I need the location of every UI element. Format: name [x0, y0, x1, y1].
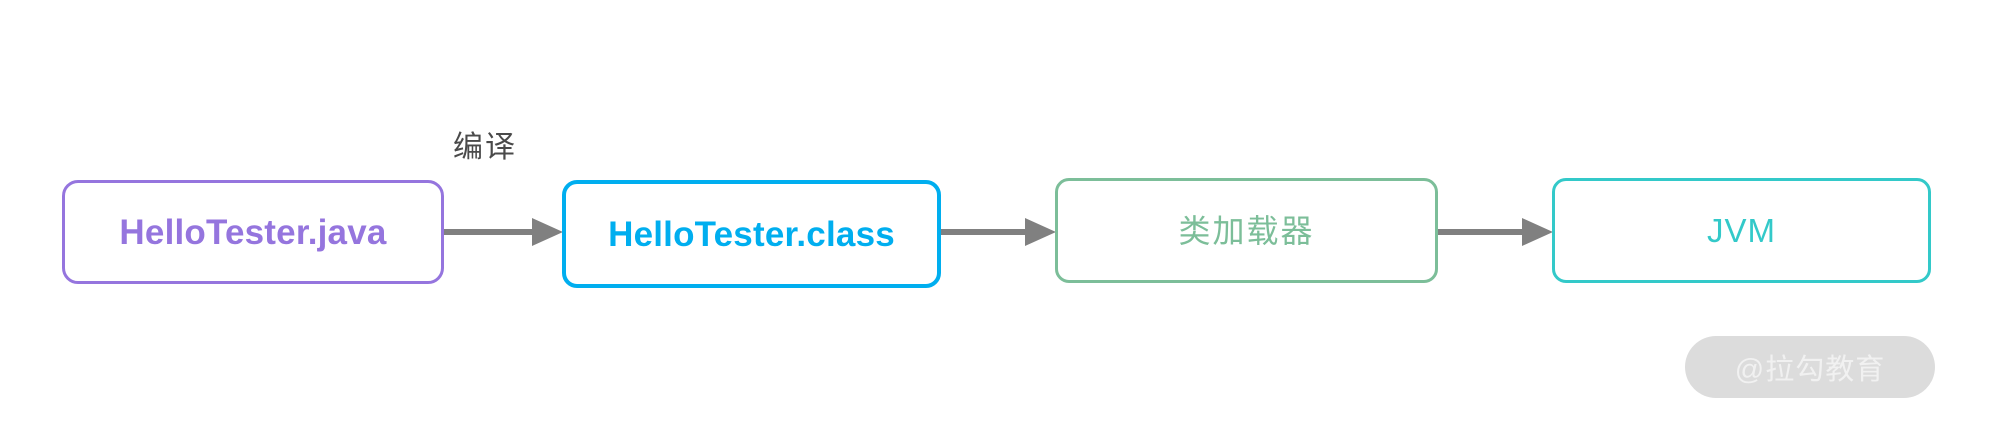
node-jvm-label: JVM: [1707, 212, 1776, 249]
arrow-run-icon: [1438, 218, 1553, 246]
watermark-text: @拉勾教育: [1734, 354, 1886, 386]
node-bytecode-file-label: HelloTester.class: [608, 214, 895, 254]
edge-compile-label: 编译: [453, 131, 517, 164]
node-class-loader-label: 类加载器: [1178, 212, 1315, 249]
watermark-badge: @拉勾教育: [1685, 336, 1935, 398]
arrow-run: [1438, 214, 1553, 250]
node-class-loader[interactable]: 类加载器: [1055, 178, 1438, 283]
node-source-file-label: HelloTester.java: [119, 212, 387, 252]
arrow-load-icon: [941, 218, 1056, 246]
arrow-compile: [444, 214, 563, 250]
arrow-load: [941, 214, 1056, 250]
arrow-compile-icon: [444, 218, 563, 246]
node-bytecode-file[interactable]: HelloTester.class: [562, 180, 941, 288]
node-source-file[interactable]: HelloTester.java: [62, 180, 444, 284]
node-jvm[interactable]: JVM: [1552, 178, 1931, 283]
